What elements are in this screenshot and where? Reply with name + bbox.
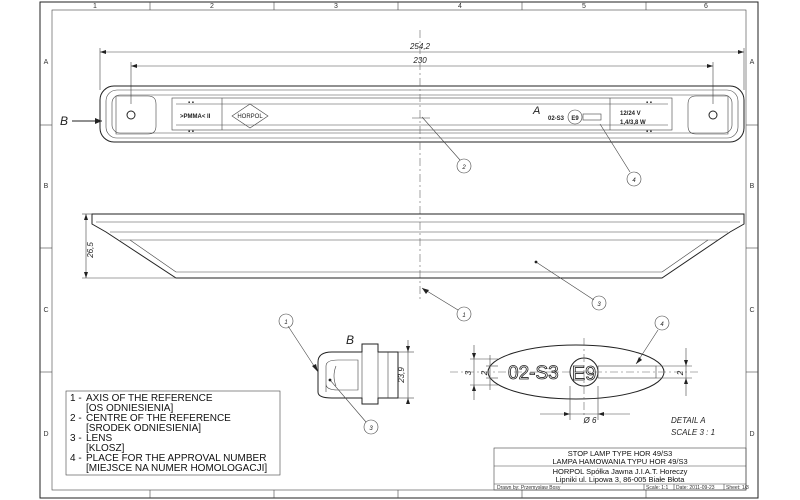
legend-3-num: 3 - xyxy=(70,433,82,444)
callout-1 xyxy=(456,306,472,322)
callout-3 xyxy=(591,295,607,311)
mounting-hole-right xyxy=(708,110,718,120)
legend-1-en: AXIS OF THE REFERENCE xyxy=(86,393,213,404)
grid-col-label: 6 xyxy=(704,3,708,10)
company-name: HORPOL Spółka Jawna J.I.A.T. Horeczy xyxy=(553,467,688,476)
lamp-side-view xyxy=(91,213,745,279)
legend-3-pl: [KLOSZ] xyxy=(86,443,125,454)
section-b-label: B xyxy=(60,114,68,128)
lamp-top-view: ▪ ▪ ▪ ▪ ▪ ▪ ▪ ▪ >PMMA< II HORPOL 02-S3 E… xyxy=(99,85,745,143)
detail-a-view: 02-S3 E9 xyxy=(450,338,700,418)
detail-dim-2: 2 xyxy=(480,370,489,376)
callout-1-detail-label: 1 xyxy=(284,320,287,326)
drawn-by: Drawn by: Przemysław Bosy xyxy=(497,485,561,491)
grid-col-label: 4 xyxy=(458,3,462,10)
mounting-hole-left xyxy=(126,110,136,120)
legend-1-num: 1 - xyxy=(70,393,82,404)
grid-columns-bottom xyxy=(149,490,647,498)
approval-mark: E9 xyxy=(571,116,579,122)
sheet-field: Sheet: 1/3 xyxy=(726,485,749,491)
dimension-b-height: 23,9 xyxy=(397,340,414,404)
callout-4 xyxy=(626,171,642,187)
voltage-marking: 12/24 V xyxy=(620,111,641,117)
scale-field: Scale: 1:1 xyxy=(646,485,668,491)
power-marking: 1,4/3,8 W xyxy=(620,120,646,126)
legend-4-num: 4 - xyxy=(70,453,82,464)
detail-code: 02-S3 xyxy=(508,363,559,384)
grid-row-label: B xyxy=(44,183,49,190)
section-b-detail-label: B xyxy=(346,333,354,347)
legend-4-pl: [MIEJSCE NA NUMER HOMOLOGACJI] xyxy=(86,463,267,474)
mount-length-value: 230 xyxy=(412,56,427,65)
legend-box: 1 - AXIS OF THE REFERENCE [OS ODNIESIENI… xyxy=(65,390,281,476)
approval-circle xyxy=(567,109,583,125)
callout-3-detail-label: 3 xyxy=(369,426,373,432)
callout-4-label: 4 xyxy=(632,178,636,184)
grid-row-label: D xyxy=(749,431,754,438)
b-height-value: 23,9 xyxy=(397,367,406,384)
grid-row-label: C xyxy=(749,307,754,314)
grid-col-label: 3 xyxy=(334,3,338,10)
inner-frame xyxy=(51,9,747,491)
title-block: STOP LAMP TYPE HOR 49/S3 LAMPA HAMOWANIA… xyxy=(493,447,749,491)
callout-1-detail xyxy=(278,313,294,329)
title-pl: LAMPA HAMOWANIA TYPU HOR 49/S3 xyxy=(552,457,687,466)
callout-4-detail xyxy=(654,315,670,331)
legend-1-pl: [OS ODNIESIENIA] xyxy=(86,403,173,414)
dimension-mount-length: 230 xyxy=(130,56,714,104)
grid-col-label: 1 xyxy=(93,3,97,10)
dimension-height: 26,5 xyxy=(82,213,176,279)
svg-text:▪ ▪: ▪ ▪ xyxy=(188,100,194,106)
date-field: Date: 2011-09-23 xyxy=(676,485,715,491)
legend-2-num: 2 - xyxy=(70,413,82,424)
grid-col-label: 5 xyxy=(582,3,586,10)
detail-dim-1: 3 xyxy=(464,370,473,375)
detail-a-dimensions: 3 2 2 Ø 6 xyxy=(464,345,692,425)
callout-4-detail-label: 4 xyxy=(660,322,664,328)
grid-row-label: C xyxy=(43,307,48,314)
pmma-marking: >PMMA< II xyxy=(180,114,211,120)
detail-a-marker: A xyxy=(532,105,540,117)
legend-3-en: LENS xyxy=(86,433,112,444)
callout-2 xyxy=(456,158,472,174)
callout-2-label: 2 xyxy=(461,165,466,171)
grid-rows: A B C D A B C D xyxy=(40,59,758,438)
grid-col-label: 2 xyxy=(210,3,214,10)
detail-a-scale: SCALE 3 : 1 xyxy=(671,428,715,437)
callout-1-label: 1 xyxy=(462,313,465,319)
grid-row-label: B xyxy=(750,183,755,190)
legend-2-en: CENTRE OF THE REFERENCE xyxy=(86,413,231,424)
legend-2-pl: [SRODEK ODNIESIENIA] xyxy=(86,423,201,434)
section-b-view xyxy=(317,343,399,405)
grid-row-label: A xyxy=(750,59,755,66)
section-b-marker: B xyxy=(60,114,102,128)
lamp-code-marking: 02-S3 xyxy=(548,116,565,122)
grid-row-label: A xyxy=(44,59,49,66)
grid-row-label: D xyxy=(43,431,48,438)
horpol-logo-text: HORPOL xyxy=(237,114,263,120)
callout-3-detail xyxy=(363,419,379,435)
callout-3-label: 3 xyxy=(597,302,601,308)
legend-4-en: PLACE FOR THE APPROVAL NUMBER xyxy=(86,453,266,464)
svg-text:▪ ▪: ▪ ▪ xyxy=(188,129,194,135)
grid-columns-top: 1 2 3 4 5 6 xyxy=(93,2,708,10)
outer-frame xyxy=(39,1,759,499)
title-en: STOP LAMP TYPE HOR 49/S3 xyxy=(568,449,673,458)
horpol-logo xyxy=(231,103,269,129)
height-value: 26,5 xyxy=(86,242,95,259)
company-address: Lipniki ul. Lipowa 3, 86-005 Białe Błota xyxy=(556,475,686,484)
diameter-value: Ø 6 xyxy=(583,416,597,425)
detail-dim-3: 2 xyxy=(676,370,685,376)
detail-a-title: DETAIL A xyxy=(671,416,706,425)
svg-text:▪ ▪: ▪ ▪ xyxy=(646,129,652,135)
svg-text:▪ ▪: ▪ ▪ xyxy=(646,100,652,106)
